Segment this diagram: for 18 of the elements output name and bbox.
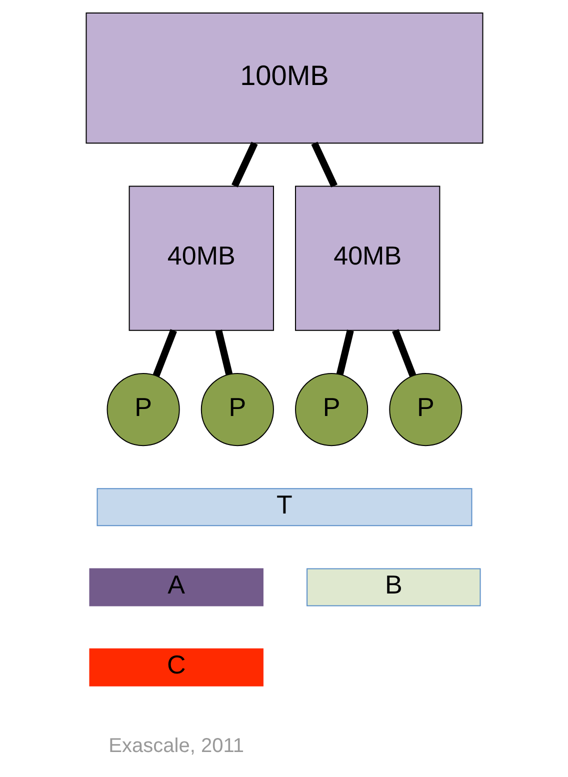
connector	[231, 141, 258, 187]
node-box: T	[96, 488, 472, 526]
node-circle: P	[200, 372, 274, 446]
connector	[214, 329, 232, 375]
connector	[310, 141, 337, 187]
node-box: C	[88, 648, 263, 686]
node-box: A	[88, 568, 263, 606]
connector	[336, 329, 354, 375]
node-box: B	[306, 568, 480, 606]
node-box: 100MB	[85, 12, 483, 144]
label: Exascale, 2011	[108, 734, 244, 756]
node-box: 40MB	[128, 185, 274, 330]
node-circle: P	[294, 372, 368, 446]
node-circle: P	[388, 372, 462, 446]
node-box: 40MB	[294, 185, 440, 330]
node-circle: P	[106, 372, 180, 446]
connector	[392, 328, 416, 376]
connector	[152, 328, 176, 376]
